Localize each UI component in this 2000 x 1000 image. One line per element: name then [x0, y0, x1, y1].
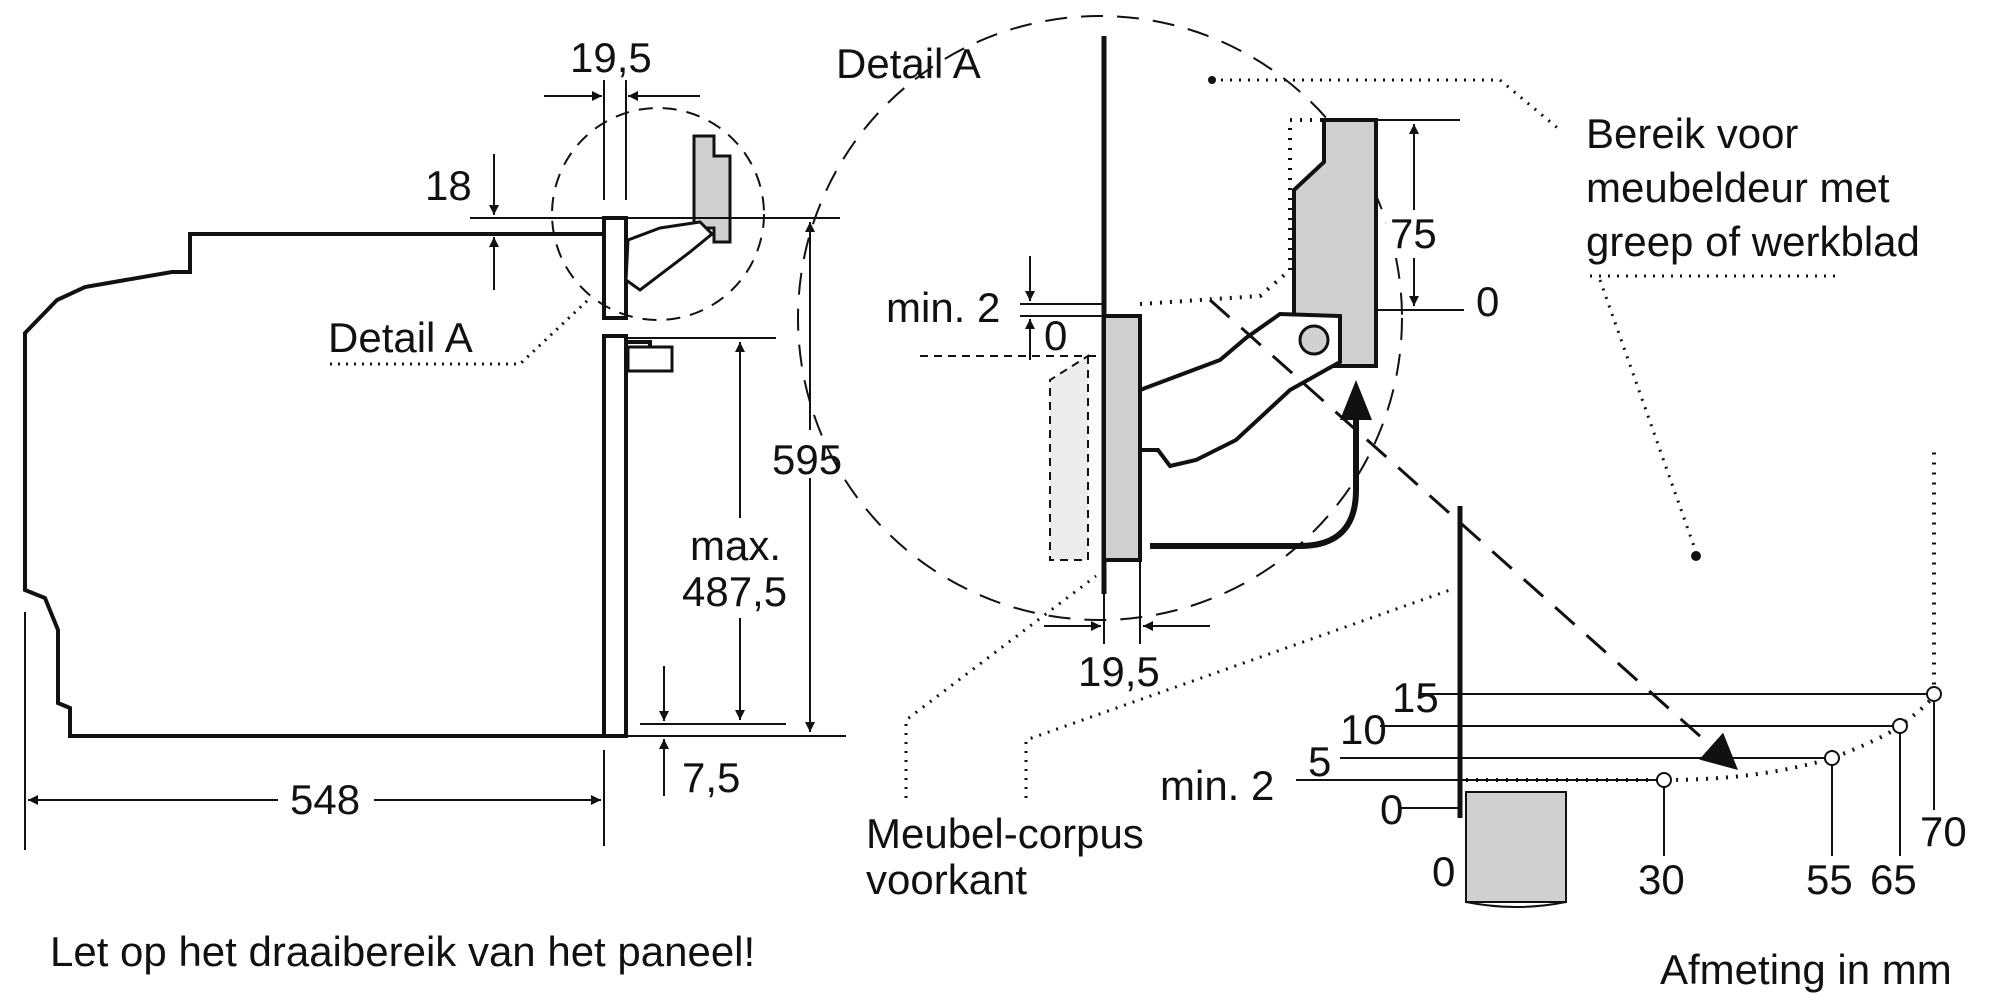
clearance-curve: [1466, 450, 1936, 782]
pointer-arrow: [1209, 298, 1739, 772]
graph-y-label-5: 5: [1308, 738, 1331, 785]
max-label: max.: [690, 522, 781, 569]
dim-75: 75: [1390, 210, 1437, 257]
oven-door-panel-top: [602, 216, 628, 320]
dim-19-5-top: 19,5: [570, 34, 652, 81]
corpus-leader-2: [1024, 588, 1451, 798]
detail-a-label-large: Detail A: [836, 40, 981, 87]
footer-note: Let op het draaibereik van het paneel!: [50, 928, 755, 975]
detail-circle-small: [551, 107, 765, 321]
graph-y-label-0: 0: [1380, 786, 1403, 833]
max-value: 487,5: [682, 568, 787, 615]
rotation-arrow: [1150, 420, 1359, 549]
swing-range-dotted: [1139, 118, 1330, 306]
graph-y-label-10: 10: [1340, 706, 1387, 753]
corpus-label-line1: Meubel-corpus: [866, 810, 1144, 857]
detail-circle-large: [797, 15, 1403, 621]
dim-7-5: 7,5: [682, 754, 740, 801]
graph-y-label-min2: min. 2: [1160, 762, 1274, 809]
dim-595: 595: [772, 436, 842, 483]
bereik-label-line2: meubeldeur met: [1586, 164, 1890, 211]
point-55: [1824, 750, 1840, 766]
detail-a-label-small: Detail A: [328, 314, 473, 361]
dim-75-zero: 0: [1476, 278, 1499, 325]
clearance-graph: 15 10 5 min. 2 0 0 30 55 65 70: [1160, 450, 1967, 908]
hinge-pivot: [1298, 324, 1330, 356]
graph-x-label-0: 0: [1432, 848, 1455, 895]
graph-cabinet-block: [1465, 791, 1567, 903]
point-70: [1926, 686, 1942, 702]
detail-a-enlarged: Detail A 75 0 min. 2 0: [797, 15, 1920, 903]
graph-x-label-70: 70: [1920, 808, 1967, 855]
oven-side-view: 19,5 18 Detail A 595 max. 487,5 7,5 548: [23, 34, 850, 850]
graph-x-label-65: 65: [1870, 856, 1917, 903]
panel-swing-shadow: [1049, 354, 1089, 561]
bereik-label-line1: Bereik voor: [1586, 110, 1798, 157]
handle-knob: [626, 345, 674, 373]
graph-x-label-55: 55: [1806, 856, 1853, 903]
rotation-arrow-head: [1340, 380, 1372, 420]
hinge-arm-large: [1138, 311, 1342, 469]
corpus-leader-1: [904, 574, 1097, 798]
bereik-leader-2: [1590, 274, 1840, 553]
corpus-label-line2: voorkant: [866, 856, 1027, 903]
dim-18: 18: [425, 162, 472, 209]
point-65: [1892, 718, 1908, 734]
oven-body-outline: [23, 232, 604, 738]
detail-hinge-small: [624, 220, 715, 292]
bereik-label-line3: greep of werkblad: [1586, 218, 1920, 265]
min-2-detail: min. 2: [886, 284, 1000, 331]
graph-y-label-15: 15: [1392, 674, 1439, 721]
dim-548: 548: [290, 776, 360, 823]
point-30: [1656, 772, 1672, 788]
door-panel-large: [1102, 314, 1142, 562]
oven-door-panel: [602, 334, 628, 738]
zero-detail: 0: [1044, 312, 1067, 359]
bereik-leader: [1212, 78, 1561, 132]
unit-note: Afmeting in mm: [1660, 946, 1952, 993]
dim-19-5-bottom: 19,5: [1078, 648, 1160, 695]
graph-x-label-30: 30: [1638, 856, 1685, 903]
